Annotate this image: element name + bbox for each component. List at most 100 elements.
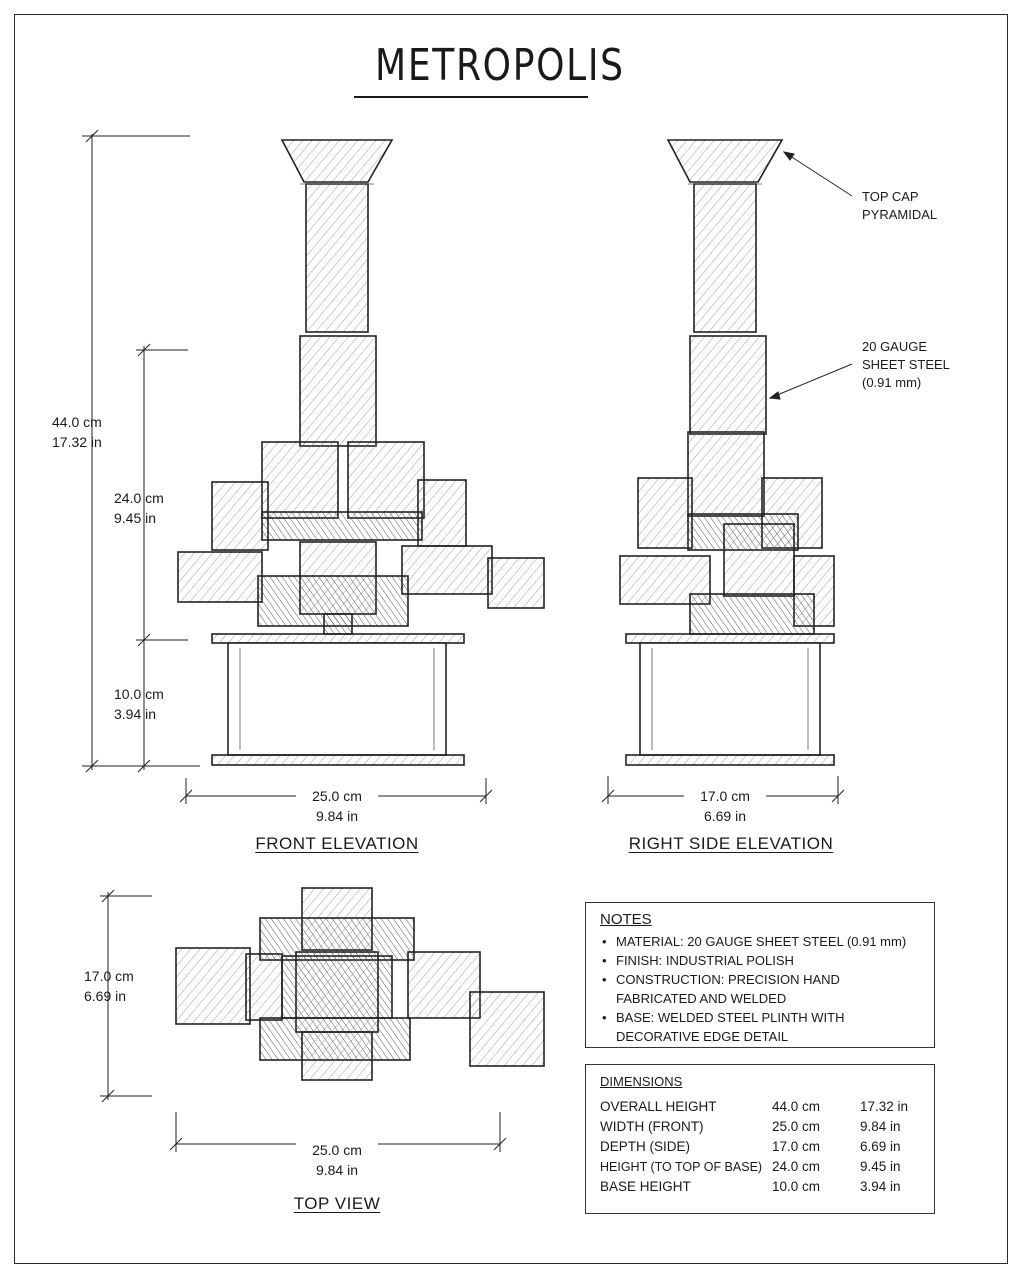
dim-cm: 44.0 cm [52, 414, 102, 430]
note-item: BASE: WELDED STEEL PLINTH WITH DECORATIV… [602, 1008, 922, 1046]
dim-row-label: BASE HEIGHT [600, 1179, 691, 1194]
top-block [301, 1031, 373, 1081]
dim-row-in: 6.69 in [860, 1139, 901, 1154]
dim-row-in: 9.45 in [860, 1159, 901, 1174]
callout-line: SHEET STEEL [862, 357, 950, 372]
dimensions-heading: DIMENSIONS [600, 1074, 683, 1089]
dim-row-in: 9.84 in [860, 1119, 901, 1134]
front-cluster-block [211, 481, 269, 551]
dim-cm: 24.0 cm [114, 490, 164, 506]
top-depth-label: 17.0 cm 6.69 in [84, 966, 134, 1006]
side-plinth-bottom [625, 754, 835, 766]
notes-box: NOTES MATERIAL: 20 GAUGE SHEET STEEL (0.… [585, 902, 935, 1048]
front-top-cap [280, 139, 394, 183]
dim-cm: 17.0 cm [700, 788, 750, 804]
dim-row-in: 3.94 in [860, 1179, 901, 1194]
side-upper-column [693, 183, 757, 333]
side-elevation-sculpture [619, 139, 835, 766]
table-row: WIDTH (FRONT) 25.0 cm 9.84 in [600, 1117, 908, 1137]
dim-row-label: WIDTH (FRONT) [600, 1119, 704, 1134]
leader-top-cap [783, 151, 853, 197]
dim-in: 6.69 in [84, 988, 127, 1004]
callout-top-cap: TOP CAP PYRAMIDAL [862, 188, 937, 224]
side-width-label: 17.0 cm 6.69 in [684, 786, 766, 826]
front-cluster-block [401, 545, 493, 595]
dim-cm: 10.0 cm [114, 686, 164, 702]
table-row: OVERALL HEIGHT 44.0 cm 17.32 in [600, 1097, 908, 1117]
dim-in: 17.32 in [52, 434, 102, 450]
callout-material: 20 GAUGE SHEET STEEL (0.91 mm) [862, 338, 950, 392]
side-cluster-block [723, 523, 795, 597]
top-block [469, 991, 545, 1067]
top-block [175, 947, 251, 1025]
dim-in: 3.94 in [114, 706, 157, 722]
table-row: HEIGHT (TO TOP OF BASE) 24.0 cm 9.45 in [600, 1157, 908, 1177]
dimensions-table: OVERALL HEIGHT 44.0 cm 17.32 in WIDTH (F… [600, 1097, 908, 1197]
dim-row-label: OVERALL HEIGHT [600, 1099, 717, 1114]
callout-line: (0.91 mm) [862, 375, 922, 390]
callout-line: TOP CAP [862, 189, 919, 204]
side-cluster-block [637, 477, 693, 549]
dim-row-in: 17.32 in [860, 1099, 909, 1114]
front-width-label: 25.0 cm 9.84 in [296, 786, 378, 826]
dim-in: 6.69 in [703, 808, 747, 824]
title-underline [354, 96, 588, 98]
top-block [407, 951, 481, 1019]
front-cluster-block [177, 551, 263, 603]
dim-row-cm: 25.0 cm [772, 1119, 821, 1134]
top-width-label: 25.0 cm 9.84 in [296, 1140, 378, 1180]
front-middle-block [299, 335, 377, 447]
callout-line: PYRAMIDAL [862, 207, 938, 222]
side-plinth-body [639, 642, 821, 756]
front-cluster-block [261, 441, 339, 519]
note-item: CONSTRUCTION: PRECISION HAND FABRICATED … [602, 970, 922, 1008]
leader-material [769, 363, 853, 399]
top-view-sculpture [175, 887, 545, 1081]
dimensions-box: DIMENSIONS OVERALL HEIGHT 44.0 cm 17.32 … [585, 1064, 935, 1214]
side-cluster-block [687, 431, 765, 517]
note-item: FINISH: INDUSTRIAL POLISH [602, 951, 922, 970]
note-item: MATERIAL: 20 GAUGE SHEET STEEL (0.91 mm) [602, 932, 922, 951]
dim-row-cm: 24.0 cm [772, 1159, 821, 1174]
front-cluster-block [417, 479, 467, 547]
side-middle-block [689, 335, 767, 435]
front-total-height-label: 44.0 cm 17.32 in [52, 412, 102, 452]
dim-cm: 17.0 cm [84, 968, 134, 984]
side-elevation-title: RIGHT SIDE ELEVATION [628, 834, 834, 853]
dim-row-cm: 17.0 cm [772, 1139, 821, 1154]
side-top-cap [666, 139, 784, 183]
dim-row-cm: 10.0 cm [772, 1179, 821, 1194]
side-plinth-top [625, 633, 835, 644]
front-cluster-block [347, 441, 425, 519]
top-view-title: TOP VIEW [293, 1194, 381, 1213]
dim-row-label: HEIGHT (TO TOP OF BASE) [600, 1160, 763, 1174]
front-upper-column [305, 183, 369, 333]
notes-list: MATERIAL: 20 GAUGE SHEET STEEL (0.91 mm)… [600, 932, 922, 1046]
dim-cm: 25.0 cm [312, 1142, 362, 1158]
dim-in: 9.45 in [114, 510, 157, 526]
dim-in: 9.84 in [315, 1162, 359, 1178]
dim-cm: 25.0 cm [312, 788, 362, 804]
front-cluster-block [487, 557, 545, 609]
front-mid-height-label: 24.0 cm 9.45 in [114, 488, 164, 528]
front-plinth-top [211, 633, 465, 644]
front-plinth-bottom [211, 754, 465, 766]
dim-row-label: DEPTH (SIDE) [600, 1139, 691, 1154]
drawing-frame [14, 14, 1008, 1264]
notes-heading: NOTES [600, 911, 652, 928]
front-cluster-block [261, 511, 423, 541]
front-elevation-title: FRONT ELEVATION [255, 834, 419, 853]
front-base-height-label: 10.0 cm 3.94 in [114, 684, 164, 724]
top-block [245, 953, 283, 1021]
callout-line: 20 GAUGE [862, 339, 928, 354]
front-plinth-body [227, 642, 447, 756]
front-neck [323, 613, 353, 635]
side-cluster-block [689, 593, 815, 635]
dim-in: 9.84 in [315, 808, 359, 824]
table-row: DEPTH (SIDE) 17.0 cm 6.69 in [600, 1137, 908, 1157]
table-row: BASE HEIGHT 10.0 cm 3.94 in [600, 1177, 908, 1197]
drawing-title: METROPOLIS [375, 40, 625, 91]
dim-row-cm: 44.0 cm [772, 1099, 821, 1114]
front-elevation-sculpture [177, 139, 545, 766]
